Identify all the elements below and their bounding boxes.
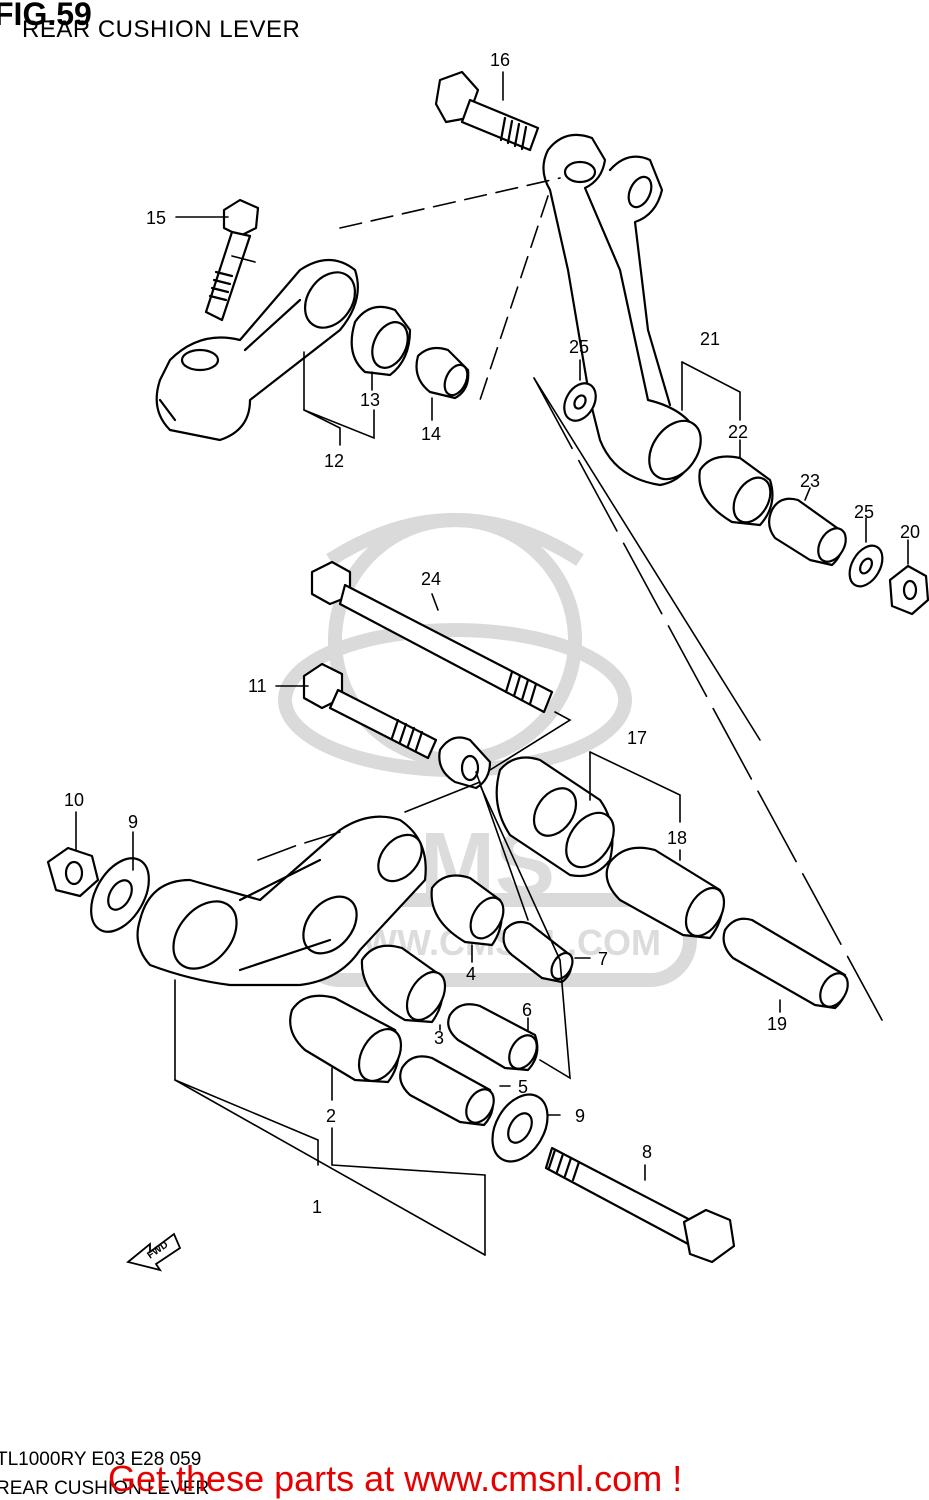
callout-23: 23 [800,471,820,491]
part-9-washer-b [491,1093,549,1163]
part-6-spacer [447,1003,539,1072]
callout-24: 24 [421,569,441,589]
callout-19: 19 [767,1014,787,1034]
callout-9: 9 [128,812,138,832]
callout-21: 21 [700,329,720,349]
callout-4: 4 [466,964,476,984]
part-25-washer-a [563,382,597,422]
part-21-cushion-rod [542,133,702,487]
callout-3: 3 [434,1028,444,1048]
callout-6: 6 [522,1000,532,1020]
part-25-washer-b [848,544,884,588]
part-18-bearing [605,846,726,940]
callout-12: 12 [324,451,344,471]
part-20-nut [888,564,929,616]
footer-subtitle: REAR CUSHION LEVER [0,1478,210,1499]
callout-7: 7 [598,949,608,969]
part-11-bolt [302,662,438,760]
callout-18: 18 [667,828,687,848]
callout-10: 10 [64,790,84,810]
figure-subtitle: REAR CUSHION LEVER [22,16,301,43]
part-17-cushion-lever-sleeve [495,756,615,878]
part-23-spacer [768,497,847,567]
part-4-bearing [430,874,505,947]
callout-9b: 9 [575,1106,585,1126]
callout-11: 11 [248,676,267,696]
part-13-bearing [350,305,412,377]
part-1-cushion-lever [136,815,427,987]
callout-25: 25 [569,337,589,357]
callout-5: 5 [518,1077,528,1097]
part-15-bolt [204,198,260,322]
fwd-direction-arrow: FWD [126,1232,182,1272]
callout-13: 13 [360,390,380,410]
part-10-nut [46,846,100,898]
part-12-cushion-lever [155,258,359,442]
model-code: TL1000RY E03 E28 059 [0,1449,202,1470]
callout-25b: 25 [854,502,874,522]
callout-8: 8 [642,1142,652,1162]
part-7-spacer [502,920,574,984]
part-5-spacer [399,1055,495,1127]
part-16-bolt [434,70,540,152]
part-24-bolt [310,560,554,714]
part-9-washer-a [90,857,150,933]
callout-17: 17 [627,728,647,748]
callout-20: 20 [900,522,920,542]
part-19-spacer [722,917,849,1010]
figure-title: FIG.59 [0,0,92,32]
callout-1: 1 [312,1197,322,1217]
part-14-spacer [415,346,470,400]
callout-16: 16 [490,50,510,70]
part-22-bearing [698,455,774,527]
callout-15: 15 [146,208,166,228]
part-2-bearing [289,994,403,1084]
spacer-small [438,736,492,790]
part-8-bolt [544,1146,736,1264]
part-3-bearing [360,944,447,1024]
callout-14: 14 [421,424,441,444]
promo-link[interactable]: Get these parts at www.cmsnl.com ! [108,1458,683,1499]
callout-22: 22 [728,422,748,442]
callout-2: 2 [326,1106,336,1126]
